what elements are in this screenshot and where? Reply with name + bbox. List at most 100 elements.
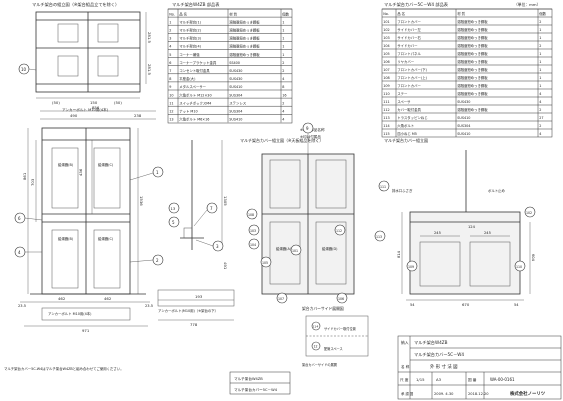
table-cell: 1 (282, 37, 284, 41)
table-cell: 7 (169, 69, 171, 73)
panel-label-1: 給湯器(B) (58, 162, 74, 167)
callout-107: 107 (278, 297, 284, 301)
dim-54-b: 54 (514, 303, 519, 307)
parts-table-b-title: マルチ架台カバー5C－W4 部品表 (384, 1, 449, 8)
cover-side-left-panel (419, 241, 461, 287)
callout-113-circle (374, 230, 386, 242)
callout-104-circle (248, 238, 260, 250)
panel-label-4: 給湯器(C) (98, 236, 114, 241)
callout-112: 112 (336, 229, 342, 233)
table-cell: ステンレス (229, 100, 247, 105)
callout-111-circle (378, 180, 390, 192)
table-cell: SUS304 (229, 93, 242, 97)
table-cell: 4 (539, 92, 541, 96)
dim-490: 490 (70, 113, 78, 118)
company-name: 株式会社ノーリツ (510, 390, 546, 397)
dim-238: 238 (134, 113, 142, 118)
table-cell: SUS430 (229, 69, 242, 73)
dim-861: 861 (22, 172, 27, 180)
table-cell: 溶融亜鉛めっき鋼板 (457, 43, 488, 48)
callout-9: 9 (306, 126, 309, 131)
table-header-cell: 個数 (282, 11, 289, 16)
bottom-note: マルチ架台カバー5C-W4はマルチ架台W4ZBと組み合わせてご使用ください。 (4, 366, 124, 371)
dim-670: 670 (462, 302, 470, 307)
dim-23-5: 23.5 (18, 304, 26, 308)
approval-label: 承 認 図 (401, 391, 414, 396)
table-cell: マルチ架台(1) (179, 19, 201, 24)
table-cell: マルチ架台(3) (179, 36, 201, 41)
dim-703: 703 (30, 178, 35, 186)
table-cell: 1 (539, 36, 541, 40)
table-cell: 平座金(大) (179, 76, 196, 81)
project-name-1: マルチ架台W4ZB (414, 339, 448, 346)
table-cell: SUS304 (457, 124, 470, 128)
table-cell: SUS430 (229, 77, 242, 81)
table-cell: 13 (169, 118, 173, 122)
callout-1: 1 (156, 170, 159, 175)
table-cell: コーナーブラケット金具 (179, 60, 217, 65)
view-top-left: マルチ架台の組立図（※架台組品立てを除く） 281.5 281.5 (50) (… (18, 1, 152, 112)
table-cell: 114 (383, 124, 389, 128)
callout-12: 12 (314, 345, 318, 349)
dim-436: 436 (78, 168, 83, 176)
callout-105-circle (260, 256, 272, 268)
table-cell: 105 (383, 52, 389, 56)
table-cell: フロントカバー (397, 83, 421, 88)
callout-114-circle (311, 321, 321, 331)
table-cell: 溶融亜鉛めっき鋼板 (457, 83, 488, 88)
table-cell: 溶融亜鉛めっき鋼板 (229, 44, 260, 49)
name-label: 名 称 (401, 364, 410, 369)
dim-281-a: 281.5 (147, 32, 152, 43)
callout-5: 5 (172, 220, 175, 225)
table-cell: サイドカバー (397, 43, 418, 48)
parts-table-b-unit: （単位：mm） (514, 2, 540, 7)
top-frame-window-1 (57, 23, 79, 43)
table-cell: 112 (383, 108, 389, 112)
lower-left-block: マルチ架台W4ZB マルチ架台カバー5C－W4 (229, 371, 291, 395)
cover-side-right-panel (469, 241, 511, 287)
table-cell: 16 (282, 93, 286, 97)
table-cell: 103 (383, 36, 389, 40)
table-cell: 六角ボルト (397, 123, 414, 128)
frame-upper-right-unit (93, 147, 121, 209)
top-frame-window-4 (97, 55, 119, 77)
table-cell: 2 (282, 61, 284, 65)
table-cell: 2 (539, 124, 541, 128)
table-cell: 1 (539, 28, 541, 32)
table-cell: 溶融亜鉛めっき鋼板 (457, 107, 488, 112)
pipe-note: 配管スペース (324, 346, 343, 351)
dim-150: 150 (90, 100, 98, 105)
view-cover-front: マルチ架台カバー組立図（※天板組品を除く） 給湯器(A) 給湯器(D) 9 10… (240, 122, 390, 304)
callout-3: 3 (216, 244, 219, 249)
table-cell: 3 (169, 37, 171, 41)
frame-detail-title: 架台カバーサイド展開図 (302, 306, 344, 311)
table-cell: 4 (539, 132, 541, 136)
view-side-frame: 1305 491 13 5 7 3 193 アンカーボルト(M10用)（※架台の… (157, 140, 235, 327)
scale-label: 尺 度 (400, 377, 409, 382)
title-block: 納入 マルチ架台W4ZB マルチ架台カバー5C－W4 名 称 外 形 寸 法 図… (397, 335, 562, 400)
table-cell: 9 (169, 85, 171, 89)
table-cell: 4 (282, 118, 284, 122)
callout-109: 109 (408, 265, 414, 269)
table-cell: 溶融亜鉛めっき鋼板 (457, 51, 488, 56)
dim-604: 604 (531, 254, 535, 262)
table-cell: 六角ボルト M12×30 (179, 92, 211, 97)
table-cell: トラスタッピンねじ (397, 115, 427, 120)
callout-101: 101 (292, 249, 298, 253)
callout-101-circle (290, 244, 302, 256)
callout-2: 2 (156, 258, 159, 263)
number-label: 図 番 (468, 377, 477, 382)
dim-50-b: (50) (114, 100, 122, 105)
parts-table-a-title: マルチ架台W4ZB 部品表 (172, 1, 220, 8)
cover-side-body (409, 211, 521, 295)
callout-106: 106 (338, 297, 344, 301)
table-cell: フロントカバー(下) (397, 67, 427, 72)
marker-note: 架台カバーサイドの展開 (302, 362, 337, 367)
table-cell: 2 (169, 29, 171, 33)
table-cell: 皿小ねじ M5 (397, 131, 417, 136)
table-cell: リヤカバー (397, 59, 415, 64)
callout-112-circle (334, 224, 346, 236)
view-front-frame: 856 490 238 給湯器(B) 給湯器(C) 給湯器(B) 給湯器(C) … (14, 105, 164, 333)
callout-108: 108 (248, 213, 254, 217)
